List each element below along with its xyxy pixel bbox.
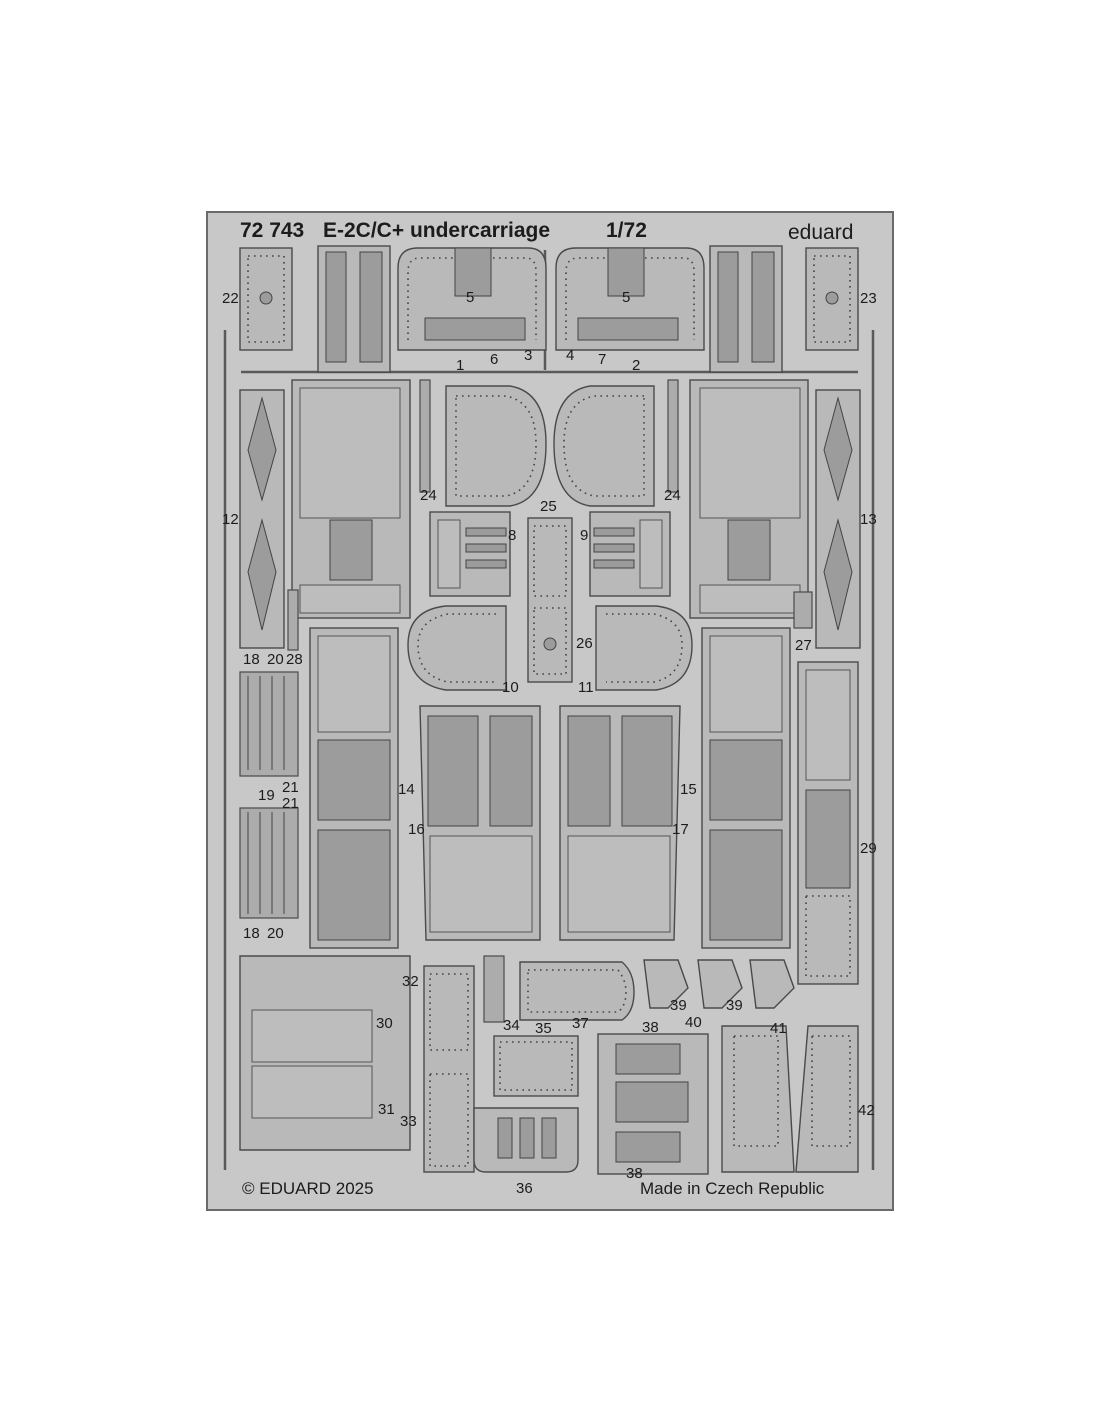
part-label: 38 xyxy=(642,1019,659,1036)
part-label: 14 xyxy=(398,781,415,798)
part-label: 7 xyxy=(598,351,607,368)
part-14 xyxy=(309,627,399,949)
part-label: 32 xyxy=(402,973,419,990)
part-2 xyxy=(709,245,783,373)
part-label: 28 xyxy=(286,651,303,668)
part-label: 19 xyxy=(258,787,275,804)
part-label: 5 xyxy=(622,289,631,306)
part-label: 27 xyxy=(795,637,812,654)
part-label: 38 xyxy=(626,1165,643,1182)
part-label: 26 xyxy=(576,635,593,652)
part-41 xyxy=(721,1025,795,1173)
part-32-33 xyxy=(423,965,475,1173)
part-label: 4 xyxy=(566,347,575,364)
part-12 xyxy=(239,389,285,649)
part-29 xyxy=(797,661,859,985)
part-16 xyxy=(419,705,541,941)
part-1 xyxy=(317,245,391,373)
part-label: 20 xyxy=(267,651,284,668)
part-label: 6 xyxy=(490,351,499,368)
part-label: 8 xyxy=(508,527,517,544)
wheel-well-right xyxy=(689,379,809,619)
part-label: 5 xyxy=(466,289,475,306)
part-label: 11 xyxy=(578,679,594,696)
set-title: E-2C/C+ undercarriage xyxy=(323,219,551,242)
part-42 xyxy=(795,1025,859,1173)
set-code: 72 743 xyxy=(240,219,305,242)
part-label: 12 xyxy=(222,511,239,528)
part-label: 17 xyxy=(672,821,689,838)
part-24-left xyxy=(419,379,431,493)
part-label: 18 xyxy=(243,925,260,942)
part-4 xyxy=(555,247,705,351)
part-label: 42 xyxy=(858,1102,875,1119)
part-label: 40 xyxy=(685,1014,702,1031)
part-label: 34 xyxy=(503,1017,520,1034)
part-label: 24 xyxy=(664,487,681,504)
part-label: 22 xyxy=(222,290,239,307)
part-27 xyxy=(793,591,813,629)
part-23 xyxy=(805,247,859,351)
part-17 xyxy=(559,705,681,941)
part-label: 41 xyxy=(770,1020,787,1037)
part-36 xyxy=(473,1107,579,1173)
part-37 xyxy=(519,961,635,1021)
part-13 xyxy=(815,389,861,649)
part-22 xyxy=(239,247,293,351)
part-3 xyxy=(397,247,547,351)
part-30-31 xyxy=(239,955,411,1151)
part-10 xyxy=(407,605,507,691)
part-label: 39 xyxy=(670,997,687,1014)
part-label: 2 xyxy=(632,357,641,374)
part-15 xyxy=(701,627,791,949)
part-24-right xyxy=(667,379,679,493)
part-34 xyxy=(483,955,505,1023)
part-label: 37 xyxy=(572,1015,589,1032)
part-label: 21 xyxy=(282,795,299,812)
part-label: 16 xyxy=(408,821,425,838)
part-label: 29 xyxy=(860,840,877,857)
part-25-26 xyxy=(527,517,573,683)
part-label: 33 xyxy=(400,1113,417,1130)
part-label: 15 xyxy=(680,781,697,798)
part-9 xyxy=(589,511,671,597)
part-label: 39 xyxy=(726,997,743,1014)
part-label: 18 xyxy=(243,651,260,668)
part-label: 25 xyxy=(540,498,557,515)
part-label: 10 xyxy=(502,679,519,696)
part-label: 31 xyxy=(378,1101,395,1118)
part-label: 30 xyxy=(376,1015,393,1032)
parts-18-20-21-upper xyxy=(239,671,299,777)
part-label: 13 xyxy=(860,511,877,528)
part-28 xyxy=(287,589,299,651)
parts-18-20-21-lower xyxy=(239,807,299,919)
part-label: 21 xyxy=(282,779,299,796)
part-label: 1 xyxy=(456,357,465,374)
parts-39 xyxy=(643,959,795,1009)
scale-label: 1/72 xyxy=(606,219,647,242)
part-38-40 xyxy=(597,1033,709,1175)
part-label: 3 xyxy=(524,347,533,364)
part-35 xyxy=(493,1035,579,1097)
part-7 xyxy=(553,385,655,507)
part-label: 20 xyxy=(267,925,284,942)
part-label: 36 xyxy=(516,1180,533,1197)
part-label: 23 xyxy=(860,290,877,307)
origin-text: Made in Czech Republic xyxy=(640,1179,825,1198)
part-8 xyxy=(429,511,511,597)
copyright-text: © EDUARD 2025 xyxy=(242,1179,374,1198)
wheel-well-left xyxy=(291,379,411,619)
part-6 xyxy=(445,385,547,507)
part-11 xyxy=(595,605,693,691)
part-label: 9 xyxy=(580,527,589,544)
part-label: 35 xyxy=(535,1020,552,1037)
brand-logo: eduard xyxy=(788,221,854,244)
part-label: 24 xyxy=(420,487,437,504)
